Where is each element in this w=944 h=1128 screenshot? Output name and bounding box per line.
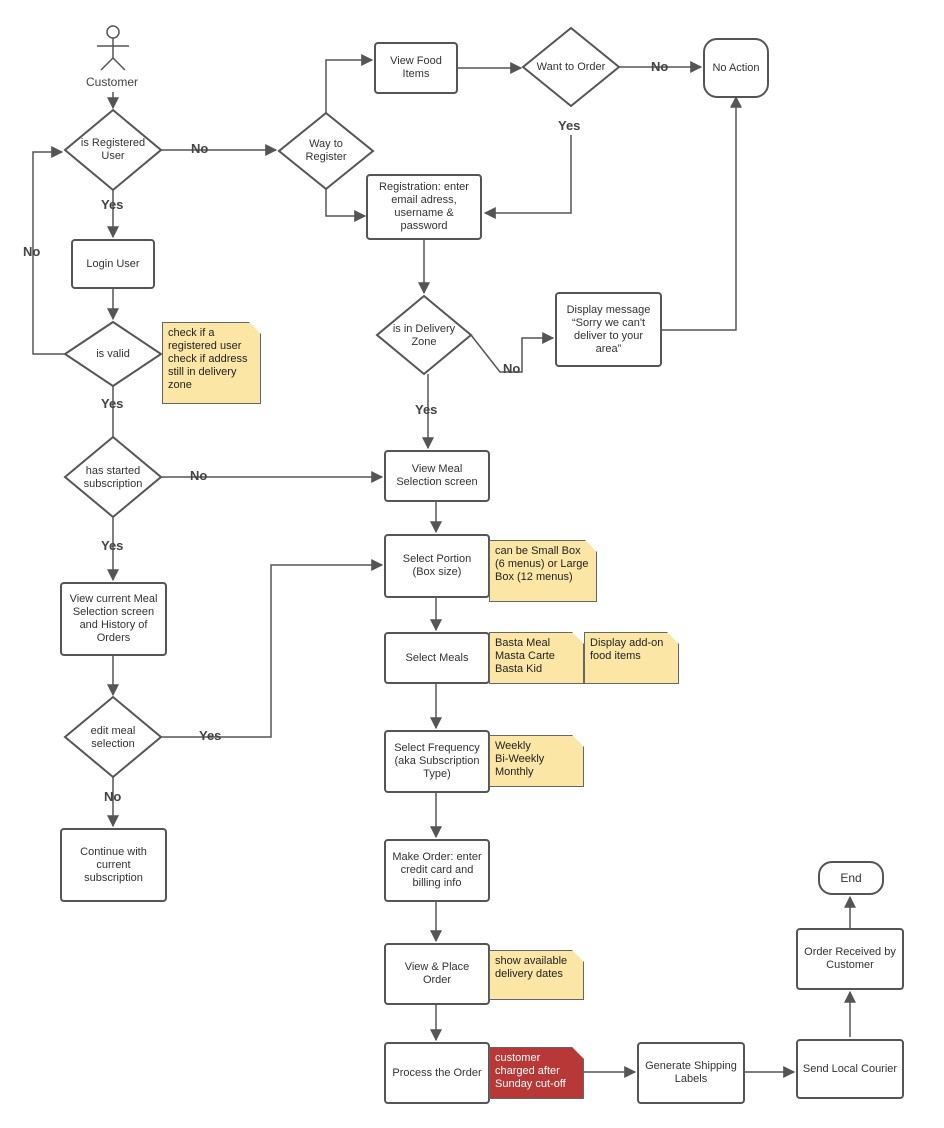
label-yes-valid: Yes [101,396,124,411]
note-line: Weekly [495,740,531,752]
registration-box: Registration: enter email adress, userna… [366,174,482,240]
label-yes-edit: Yes [199,728,222,743]
note-line: Bi-Weekly [495,753,545,765]
process-order-box: Process the Order [384,1042,490,1104]
delivery-zone-text: is in Delivery Zone [392,323,456,348]
customer-actor-label: Customer [86,75,139,89]
select-meals-box: Select Meals [384,632,490,684]
started-subscription-text: has started subscription [83,465,143,490]
note-add-on: Display add-on food items [584,632,679,684]
label-no-subscription: No [190,468,208,483]
label-no-valid: No [23,244,41,259]
want-to-order-text: Want to Order [536,60,606,73]
note-line: check if address [168,353,248,365]
send-local-courier-box: Send Local Courier [796,1039,904,1099]
view-place-order-box: View & Place Order [384,943,490,1005]
note-line: Sunday cut-off [495,1078,566,1090]
way-to-register-text: Way to Register [305,138,347,163]
label-yes-registered: Yes [101,197,124,212]
login-user-box: Login User [71,239,155,289]
label-yes-zone: Yes [415,402,438,417]
note-line: Box (12 menus) [495,571,573,583]
no-action-terminal: No Action [703,38,769,98]
generate-shipping-labels-box: Generate Shipping Labels [637,1042,745,1104]
order-received-box: Order Received by Customer [796,928,904,990]
note-box-size: can be Small Box (6 menus) or Large Box … [489,540,597,602]
note-line: zone [168,379,192,391]
view-food-items-box: View Food Items [374,42,458,94]
edge-edit-yes [161,559,384,738]
label-yes-want: Yes [558,118,581,133]
edit-meal-selection-text: edit meal selection [90,725,136,750]
view-current-meal-box: View current Meal Selection screen and H… [60,582,167,656]
note-line: still in delivery [168,366,237,378]
note-check-valid: check if a registered user check if addr… [162,322,261,404]
note-line: Basta Meal [495,637,551,649]
label-no-edit: No [104,789,122,804]
note-line: registered user [168,340,242,352]
view-meal-selection-box: View Meal Selection screen [384,450,490,502]
edge-zone-no [470,332,555,373]
end-terminal: End [818,861,884,895]
note-line: show available [495,955,568,967]
select-frequency-box: Select Frequency (aka Subscription Type) [384,730,490,793]
note-meal-types: Basta Meal Masta Carte Basta Kid [489,632,584,684]
note-line: Monthly [495,766,534,778]
note-charged: customer charged after Sunday cut-off [489,1047,584,1099]
note-line: (6 menus) or Large [495,558,589,570]
is-valid-text: is valid [96,347,130,360]
make-order-box: Make Order: enter credit card and billin… [384,839,490,902]
continue-subscription-box: Continue with current subscription [60,828,167,902]
diamond-want-to-order [521,26,621,108]
note-line: Masta Carte [495,650,555,662]
diamond-delivery-zone [375,294,473,376]
edge-way-registration [325,189,367,222]
note-delivery-dates: show available delivery dates [489,950,584,1000]
note-line: Basta Kid [495,663,543,675]
edge-message-noaction [661,95,742,331]
note-line: check if a [168,327,215,339]
edge-want-yes [483,135,572,219]
label-no-registered: No [191,141,209,156]
is-registered-text: is Registered User [80,137,146,162]
display-message-box: Display message “Sorry we can't deliver … [555,292,662,367]
note-line: customer [495,1052,541,1064]
label-yes-subscription: Yes [101,538,124,553]
customer-actor-icon [97,25,129,71]
edge-valid-no [32,146,65,355]
note-frequency: Weekly Bi-Weekly Monthly [489,735,584,787]
note-line: charged after [495,1065,560,1077]
edge-way-food-items [325,54,374,113]
label-no-want: No [651,59,669,74]
note-line: Display add-on [590,637,664,649]
note-line: food items [590,650,641,662]
note-line: can be Small Box [495,545,581,557]
note-line: delivery dates [495,968,563,980]
label-no-zone: No [503,361,521,376]
select-portion-box: Select Portion (Box size) [384,534,490,598]
